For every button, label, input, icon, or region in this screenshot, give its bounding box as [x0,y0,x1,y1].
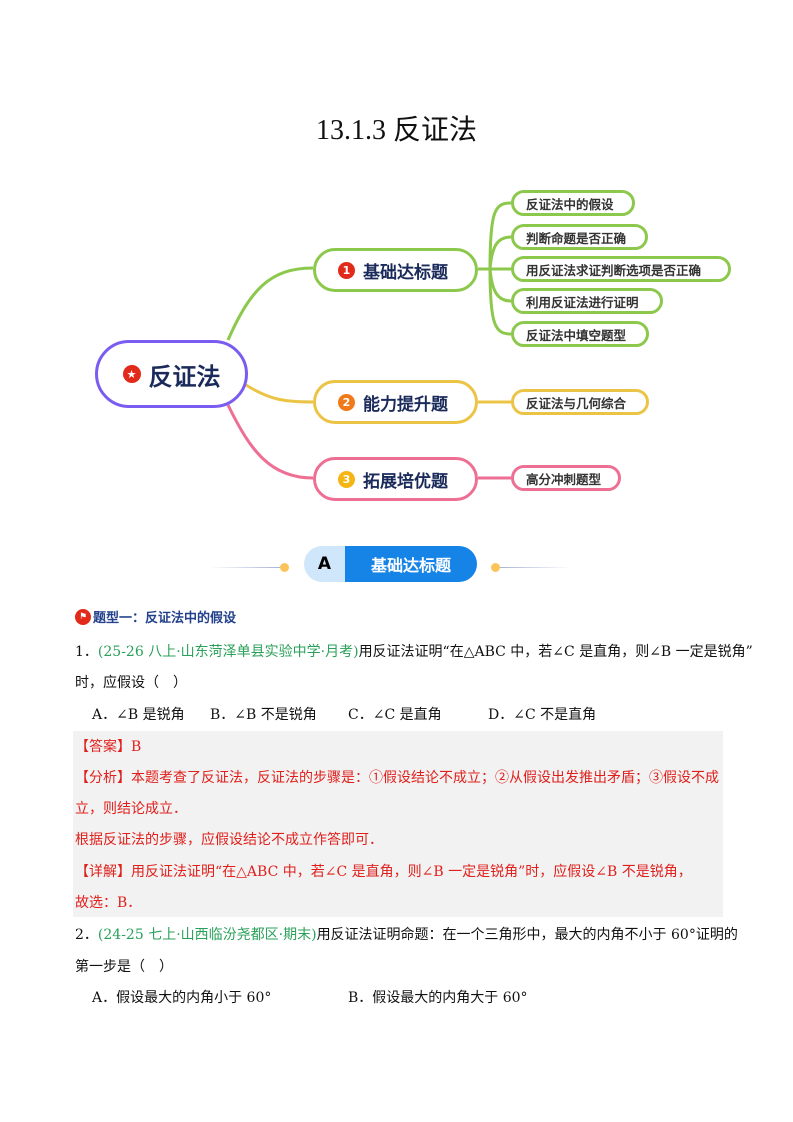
detail: 【详解】用反证法证明“在△ABC 中，若∠C 是直角，则∠B 一定是锐角”时，应… [75,864,692,880]
branch-label: 能力提升题 [363,394,448,415]
divider [210,567,280,568]
analysis: 立，则结论成立． [75,801,187,817]
section-label: 基础达标题 [345,546,477,582]
branch-basic: 1 基础达标题 [313,248,478,292]
connector [226,266,314,341]
mindmap-connectors [226,201,512,480]
leaf-topic: 高分冲刺题型 [511,465,621,491]
connector [226,404,314,480]
type-heading: ⚑ 题型一：反证法中的假设 [75,607,236,626]
detail: 故选：B． [75,895,142,911]
solution-box [73,731,723,917]
connector [245,383,314,404]
option-b: B．假设最大的内角大于 60° [348,990,528,1006]
option-b: B．∠B 不是锐角 [210,707,317,723]
leaf-topic: 反证法中的假设 [511,190,635,216]
dot-icon [491,563,500,572]
section-letter: A [304,546,345,582]
section-banner: A 基础达标题 [304,546,477,582]
analysis: 根据反证法的步骤，应假设结论不成立作答即可． [75,832,383,848]
leaf-topic: 反证法与几何综合 [511,389,649,415]
number-badge-icon: 3 [338,470,355,488]
star-icon: ★ [122,365,141,383]
leaf-topic: 判断命题是否正确 [511,224,648,250]
type-heading-text: 题型一：反证法中的假设 [93,611,237,626]
leaf-connectors [478,201,512,336]
branch-advanced: 3 拓展培优题 [313,457,478,501]
option-a: A．假设最大的内角小于 60° [92,990,272,1006]
root-label: 反证法 [148,362,221,391]
branch-ability: 2 能力提升题 [313,380,478,424]
question-text: 用反证法证明命题：在一个三角形中，最大的内角不小于 60°证明的 [316,927,738,943]
option-a: A．∠B 是锐角 [92,707,185,723]
question-text-cont: 时，应假设（ ） [75,675,187,691]
leaf-topic: 利用反证法进行证明 [511,288,663,314]
question-number: 2． [75,927,98,943]
option-c: C．∠C 是直角 [348,707,442,723]
question-source: (25-26 八上·山东菏泽单县实验中学·月考) [97,644,359,660]
question-text-cont: 第一步是（ ） [75,959,173,975]
question-text: 用反证法证明“在△ABC 中，若∠C 是直角，则∠B 一定是锐角” [358,644,753,660]
question-1: 1．(25-26 八上·山东菏泽单县实验中学·月考)用反证法证明“在△ABC 中… [75,642,753,662]
option-d: D．∠C 不是直角 [488,707,597,723]
options: A．∠B 是锐角 B．∠B 不是锐角 C．∠C 是直角 D．∠C 不是直角 [92,705,712,725]
analysis: 【分析】本题考查了反证法，反证法的步骤是：①假设结论不成立；②从假设出发推出矛盾… [75,770,719,786]
dot-icon [280,563,289,572]
leaf-topic: 用反证法求证判断选项是否正确 [511,256,731,282]
question-2: 2．(24-25 七上·山西临汾尧都区·期末)用反证法证明命题：在一个三角形中，… [75,925,738,945]
page-title: 13.1.3 反证法 [315,115,477,146]
flag-icon: ⚑ [75,608,91,625]
branch-label: 基础达标题 [363,262,448,283]
question-source: (24-25 七上·山西临汾尧都区·期末) [97,927,317,943]
question-number: 1． [75,644,98,660]
mindmap-root: ★ 反证法 [95,340,248,408]
number-badge-icon: 2 [338,393,355,411]
branch-label: 拓展培优题 [363,471,448,492]
number-badge-icon: 1 [338,261,355,279]
answer: 【答案】B [75,739,142,755]
options: A．假设最大的内角小于 60° B．假设最大的内角大于 60° [92,988,528,1008]
leaf-topic: 反证法中填空题型 [511,321,649,347]
divider [500,567,570,568]
